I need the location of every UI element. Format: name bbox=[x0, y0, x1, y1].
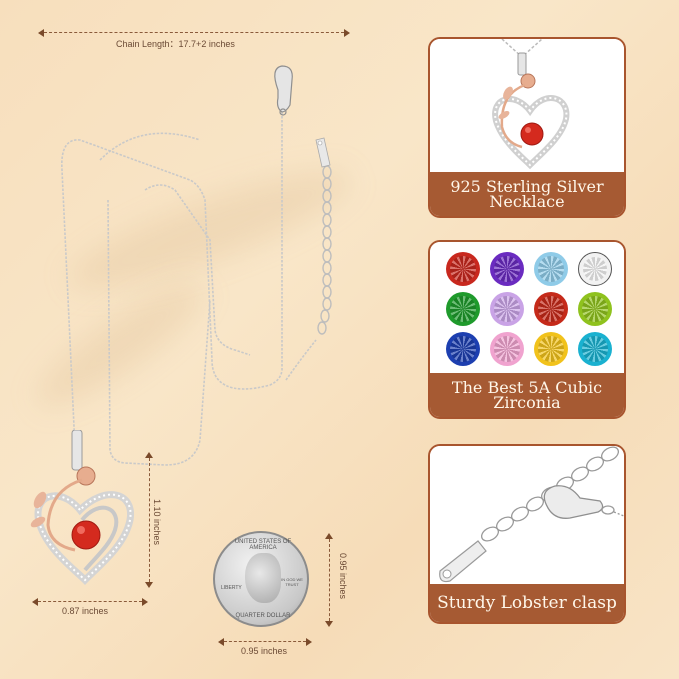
feature-card-lobster-clasp: Sturdy Lobster clasp bbox=[428, 444, 626, 624]
coin-motto-text: IN GOD WE TRUST bbox=[281, 577, 303, 587]
feature-card-cubic-zirconia: The Best 5A Cubic Zirconia bbox=[428, 240, 626, 419]
lobster-clasp-chain-icon bbox=[439, 446, 624, 583]
arrow-up-icon bbox=[325, 533, 333, 539]
arrow-left-icon bbox=[38, 29, 44, 37]
card-label-line1: Sturdy Lobster clasp bbox=[437, 592, 617, 613]
coin-top-text: UNITED STATES OF AMERICA bbox=[234, 539, 292, 551]
card-label-band: Sturdy Lobster clasp bbox=[430, 584, 624, 622]
coin-width-label: 0.95 inches bbox=[241, 646, 288, 656]
card-image bbox=[430, 242, 624, 375]
heart-rose-pendant-image bbox=[30, 430, 134, 585]
card-image bbox=[430, 39, 624, 174]
pendant-height-label: 1.10 inches bbox=[152, 499, 162, 546]
gemstone-icon bbox=[578, 252, 612, 286]
arrow-left-icon bbox=[32, 598, 38, 606]
gemstone-icon bbox=[446, 252, 480, 286]
coin-bottom-text: QUARTER DOLLAR bbox=[235, 613, 291, 619]
gemstone-icon bbox=[490, 332, 524, 366]
arrow-right-icon bbox=[142, 598, 148, 606]
arrow-right-icon bbox=[306, 638, 312, 646]
quarter-coin-image: UNITED STATES OF AMERICA LIBERTY IN GOD … bbox=[213, 531, 309, 627]
gemstone-icon bbox=[534, 332, 568, 366]
card-label-band: The Best 5A Cubic Zirconia bbox=[430, 373, 624, 417]
gemstone-icon bbox=[490, 292, 524, 326]
gemstone-grid bbox=[446, 252, 614, 366]
necklace-chain-image bbox=[61, 65, 332, 466]
arrow-down-icon bbox=[145, 582, 153, 588]
coin-liberty-text: LIBERTY bbox=[221, 585, 242, 591]
gemstone-icon bbox=[578, 332, 612, 366]
card-label-line1: 925 Sterling Silver bbox=[450, 177, 604, 196]
arrow-down-icon bbox=[325, 621, 333, 627]
card-label-line2: Necklace bbox=[489, 192, 565, 211]
gemstone-icon bbox=[446, 292, 480, 326]
chain-length-label: Chain Length：17.7+2 inches bbox=[116, 39, 235, 49]
feature-card-sterling-silver: 925 Sterling Silver Necklace bbox=[428, 37, 626, 218]
gemstone-icon bbox=[534, 292, 568, 326]
arrow-up-icon bbox=[145, 452, 153, 458]
gemstone-icon bbox=[578, 292, 612, 326]
arrow-left-icon bbox=[218, 638, 224, 646]
gemstone-icon bbox=[534, 252, 568, 286]
card-label-line2: Zirconia bbox=[493, 393, 561, 412]
pendant-width-label: 0.87 inches bbox=[62, 606, 109, 616]
arrow-right-icon bbox=[344, 29, 350, 37]
heart-rose-pendant-icon bbox=[492, 39, 570, 170]
gemstone-icon bbox=[490, 252, 524, 286]
coin-height-label: 0.95 inches bbox=[338, 553, 348, 600]
card-image bbox=[430, 446, 624, 586]
card-label-band: 925 Sterling Silver Necklace bbox=[430, 172, 624, 216]
card-label-line1: The Best 5A Cubic bbox=[451, 378, 603, 397]
gemstone-icon bbox=[446, 332, 480, 366]
